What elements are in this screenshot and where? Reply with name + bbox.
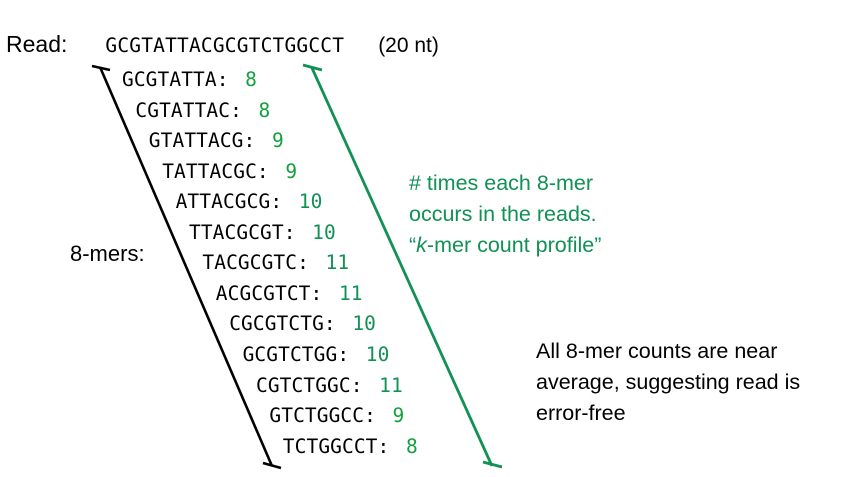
kmer-row: TACGCGTC:11 [202, 250, 349, 276]
kmer-sequence: GTCTGGCC [269, 404, 365, 428]
kmer-sequence: CGCGTCTG [229, 312, 324, 336]
kmer-row: GTATTACG:9 [149, 128, 284, 154]
kmer-separator: : [364, 404, 376, 428]
kmer-row: TATTACGC:9 [162, 159, 297, 185]
kmer-count: 9 [271, 129, 284, 153]
kmer-separator: : [323, 312, 336, 336]
kmer-row: ATTACGCG:10 [176, 189, 323, 215]
kmer-count: 11 [325, 251, 350, 275]
black-annotation-line-3: error-free [536, 401, 626, 425]
kmer-count: 11 [338, 281, 363, 305]
read-row: Read: GCGTATTACGCGTCTGGCCT (20 nt) [6, 29, 439, 59]
kmer-count: 10 [298, 190, 323, 214]
kmer-sequence: ATTACGCG [175, 190, 271, 214]
kmer-count: 10 [365, 342, 390, 366]
kmer-row: CGTCTGGC:11 [256, 373, 403, 399]
kmer-count: 8 [405, 434, 418, 458]
kmer-sequence: ACGCGTCT [215, 281, 311, 305]
kmer-separator: : [337, 342, 350, 366]
quote-open: “ [409, 233, 417, 257]
kmer-row: TTACGCGT:10 [189, 220, 336, 246]
kmer-row: GTCTGGCC:9 [269, 403, 404, 429]
black-annotation: All 8-mer counts are near average, sugge… [536, 336, 856, 429]
kmer-count: 8 [258, 98, 271, 122]
kmer-row: CGCGTCTG:10 [229, 311, 376, 337]
kmer-sequence: TTACGCGT [189, 220, 284, 244]
green-annotation-line-2: occurs in the reads. [409, 202, 597, 226]
kmer-separator: : [350, 373, 363, 397]
green-annotation-line-3: “k-mer count profile” [409, 230, 679, 261]
kmer-row: GCGTCTGG:10 [243, 342, 390, 368]
kmer-count: 11 [379, 373, 403, 397]
kmer-sequence: TACGCGTC [202, 251, 298, 275]
kmer-sequence: GCGTCTGG [242, 342, 338, 366]
black-annotation-line-1: All 8-mer counts are near [536, 339, 778, 363]
k-italic: k [416, 233, 427, 257]
kmer-separator: : [283, 220, 296, 244]
kmer-separator: : [310, 281, 323, 305]
kmer-count: 9 [285, 159, 298, 183]
kmer-row: TCTGGCCT:8 [283, 434, 418, 460]
kmer-sequence: TATTACGC [162, 159, 257, 183]
kmer-count: 10 [352, 312, 377, 336]
kmer-sequence: TCTGGCCT [282, 434, 378, 458]
kmer-separator: : [270, 190, 283, 214]
kmer-count: 8 [245, 68, 257, 91]
kmer-sequence: GCGTATTA [122, 68, 217, 91]
read-label: Read: [6, 31, 68, 57]
kmer-separator: : [256, 159, 269, 183]
black-annotation-line-2: average, suggesting read is [536, 370, 801, 394]
kmer-separator: : [230, 98, 242, 122]
kmer-row: GCGTATTA:8 [122, 67, 257, 93]
kmer-separator: : [243, 129, 256, 153]
read-sequence: GCGTATTACGCGTCTGGCCT [105, 34, 345, 57]
kmer-separator: : [377, 434, 390, 458]
read-length-note: (20 nt) [378, 34, 439, 57]
kmer-row: CGTATTAC:8 [135, 98, 270, 124]
green-annotation: # times each 8-mer occurs in the reads. … [409, 168, 679, 261]
green-annotation-line-1: # times each 8-mer [409, 171, 594, 195]
kmer-row: ACGCGTCT:11 [216, 281, 363, 307]
k-mer-profile-text: -mer count profile” [426, 233, 602, 257]
kmer-sequence: CGTATTAC [135, 98, 231, 122]
kmer-count: 10 [312, 220, 336, 244]
kmer-sequence: GTATTACG [148, 129, 244, 153]
kmer-separator: : [297, 251, 309, 275]
kmer-separator: : [216, 68, 229, 91]
kmer-sequence: CGTCTGGC [256, 373, 351, 397]
kmer-count: 9 [392, 404, 405, 428]
